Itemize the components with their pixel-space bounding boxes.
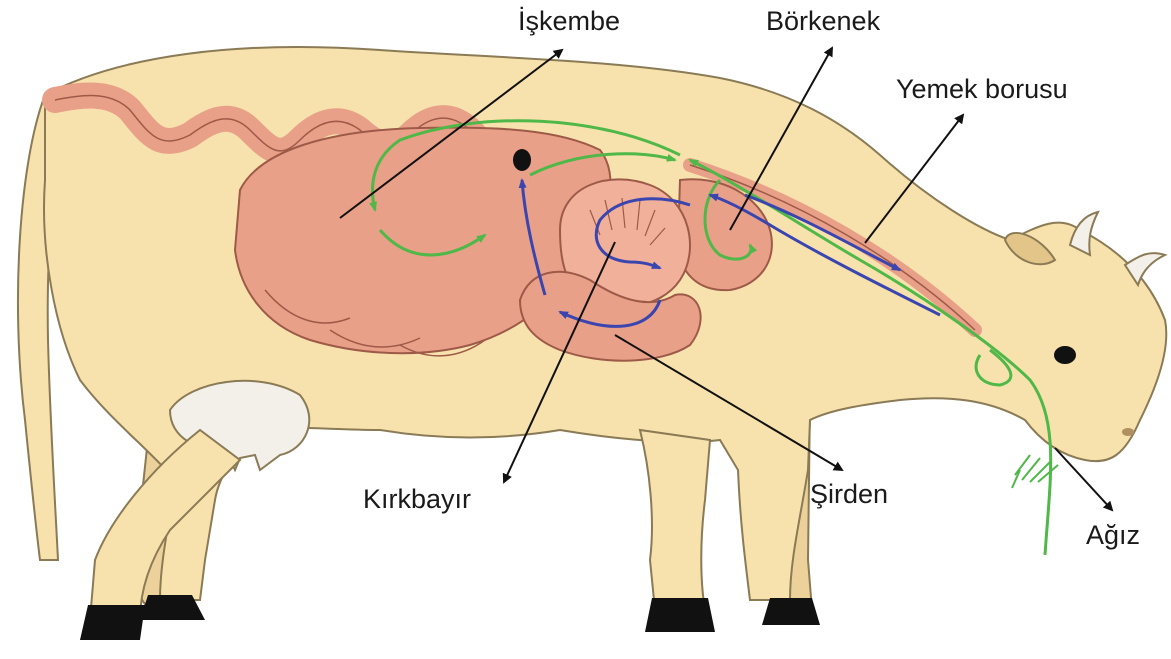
hoof — [762, 598, 820, 625]
label-sirden: Şirden — [810, 481, 888, 508]
label-kirkbayir: Kırkbayır — [363, 486, 471, 513]
label-yemek-borusu: Yemek borusu — [896, 76, 1068, 103]
hoof — [80, 605, 145, 640]
hoof — [645, 598, 715, 632]
orifice — [513, 149, 531, 171]
label-iskembe: İşkembe — [518, 8, 620, 35]
near-front-leg — [640, 430, 710, 610]
label-agiz: Ağız — [1086, 522, 1140, 549]
eye — [1054, 346, 1076, 364]
label-borkenek: Börkenek — [766, 8, 880, 35]
nostril — [1122, 428, 1134, 436]
